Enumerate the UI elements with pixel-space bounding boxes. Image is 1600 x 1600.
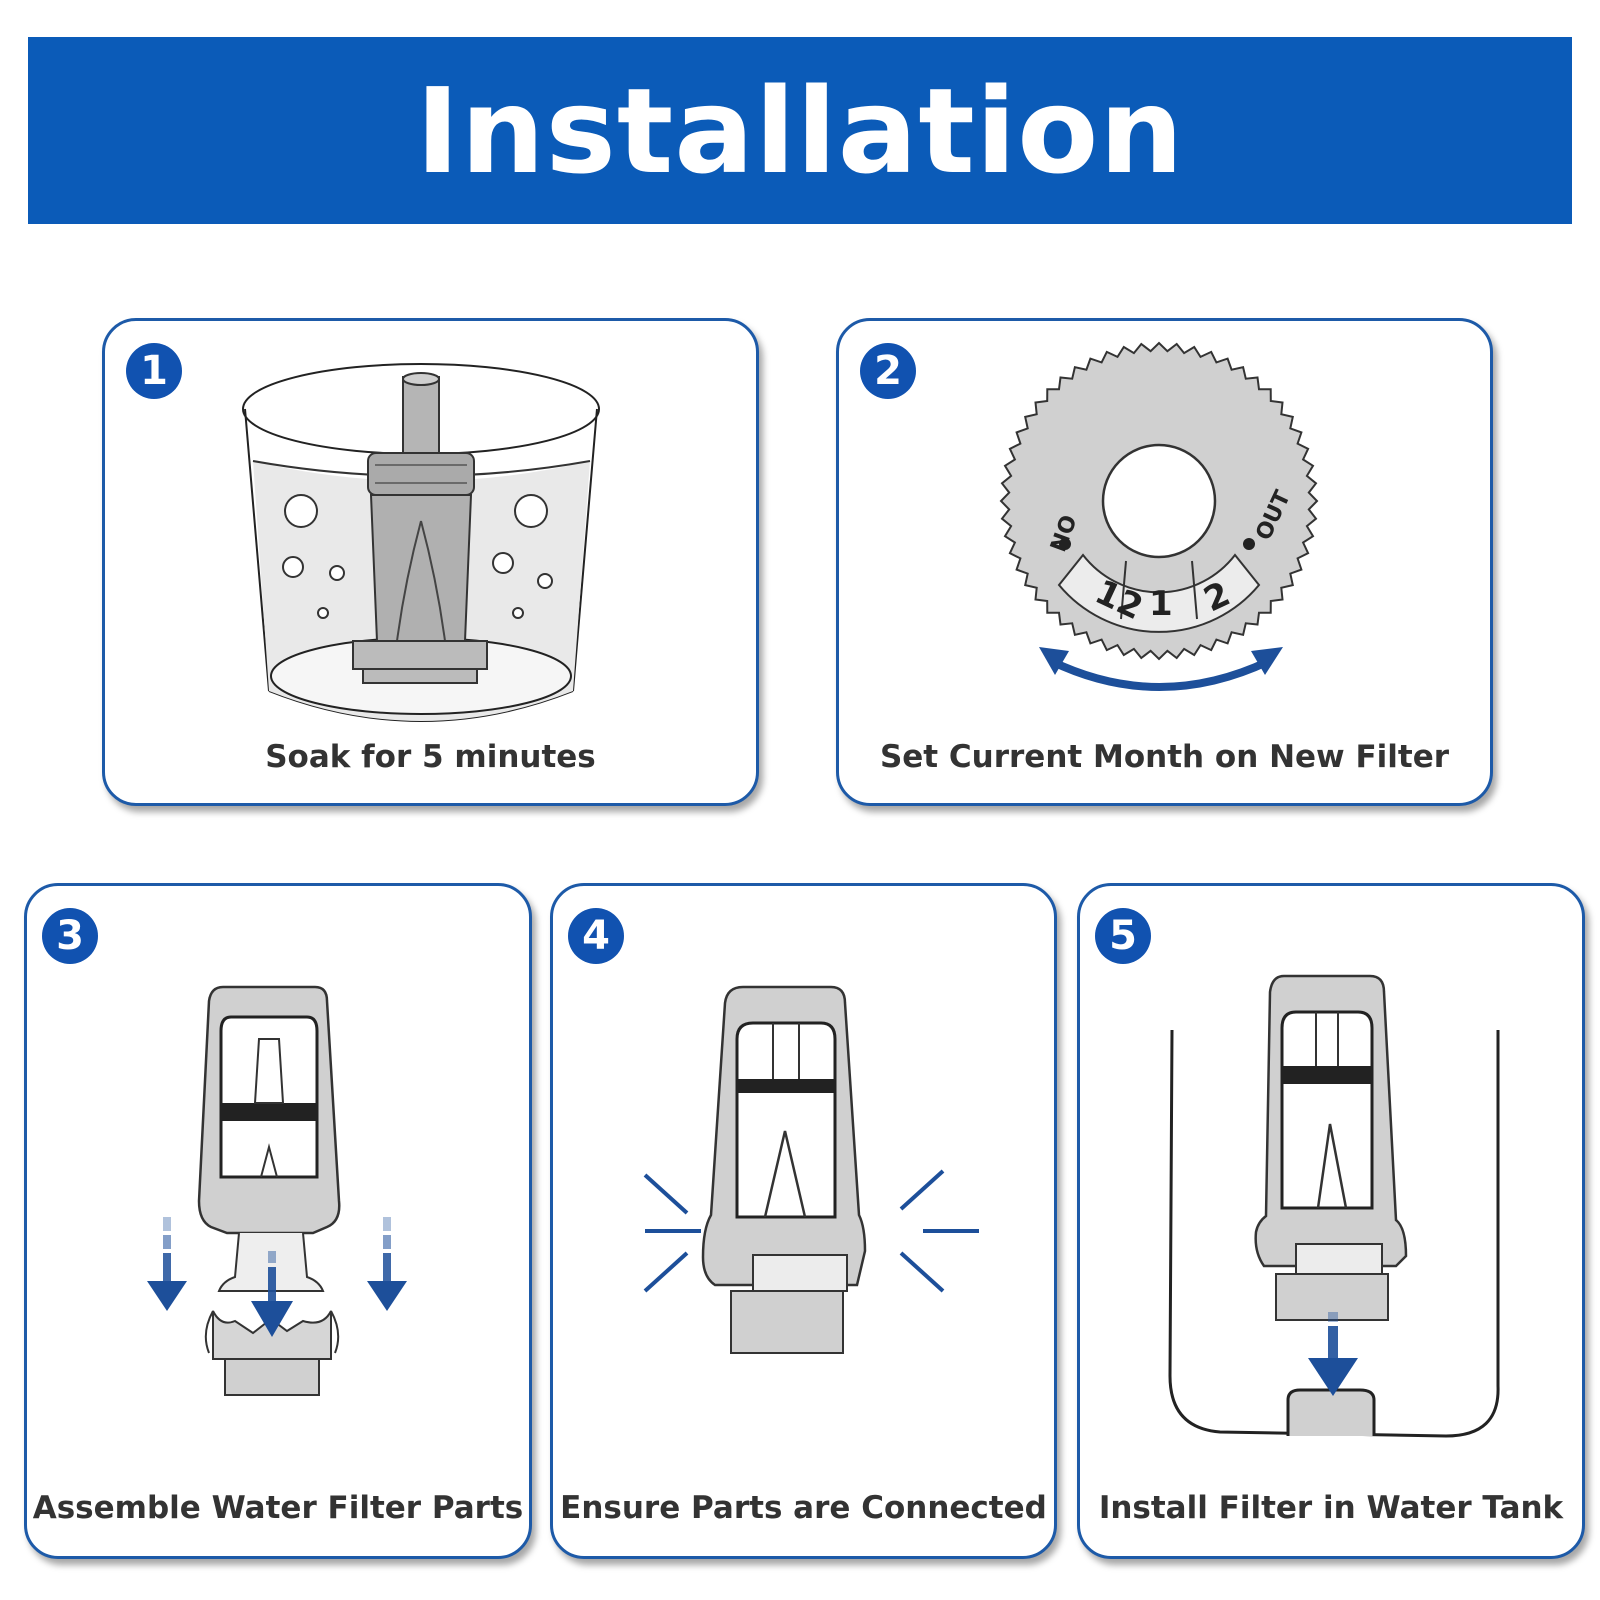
step-caption: Set Current Month on New Filter	[879, 739, 1450, 775]
month-dial-illustration: 12 1 2 ON OUT	[999, 341, 1319, 691]
step-caption: Soak for 5 minutes	[265, 739, 596, 775]
step-number-badge: 2	[860, 343, 916, 399]
step-card-3: 3 Assemble Water Filter Parts	[24, 883, 532, 1559]
step-number-badge: 3	[42, 908, 98, 964]
title-banner: Installation	[28, 37, 1572, 224]
step-card-5: 5 Install Filter in Water Tank	[1077, 883, 1585, 1559]
step-number-badge: 4	[568, 908, 624, 964]
install-filter-in-tank-illustration	[1168, 974, 1500, 1438]
dial-month-label: 1	[1149, 584, 1173, 624]
page-title: Installation	[415, 61, 1185, 200]
step-card-4: 4 Ensure Parts are Connected	[550, 883, 1057, 1559]
connected-filter-illustration	[643, 985, 979, 1354]
step-caption: Assemble Water Filter Parts	[32, 1490, 524, 1526]
step-number-badge: 5	[1095, 908, 1151, 964]
soak-filter-in-water-illustration	[242, 363, 600, 722]
step-caption: Ensure Parts are Connected	[560, 1490, 1047, 1526]
step-card-1: 1 Soak for 5 minutes	[102, 318, 759, 806]
step-card-2: 2 12 1 2 ON OUT Set Current Month on New…	[836, 318, 1493, 806]
step-caption: Install Filter in Water Tank	[1098, 1490, 1564, 1526]
assemble-filter-parts-illustration	[147, 985, 407, 1396]
step-number-badge: 1	[126, 343, 182, 399]
